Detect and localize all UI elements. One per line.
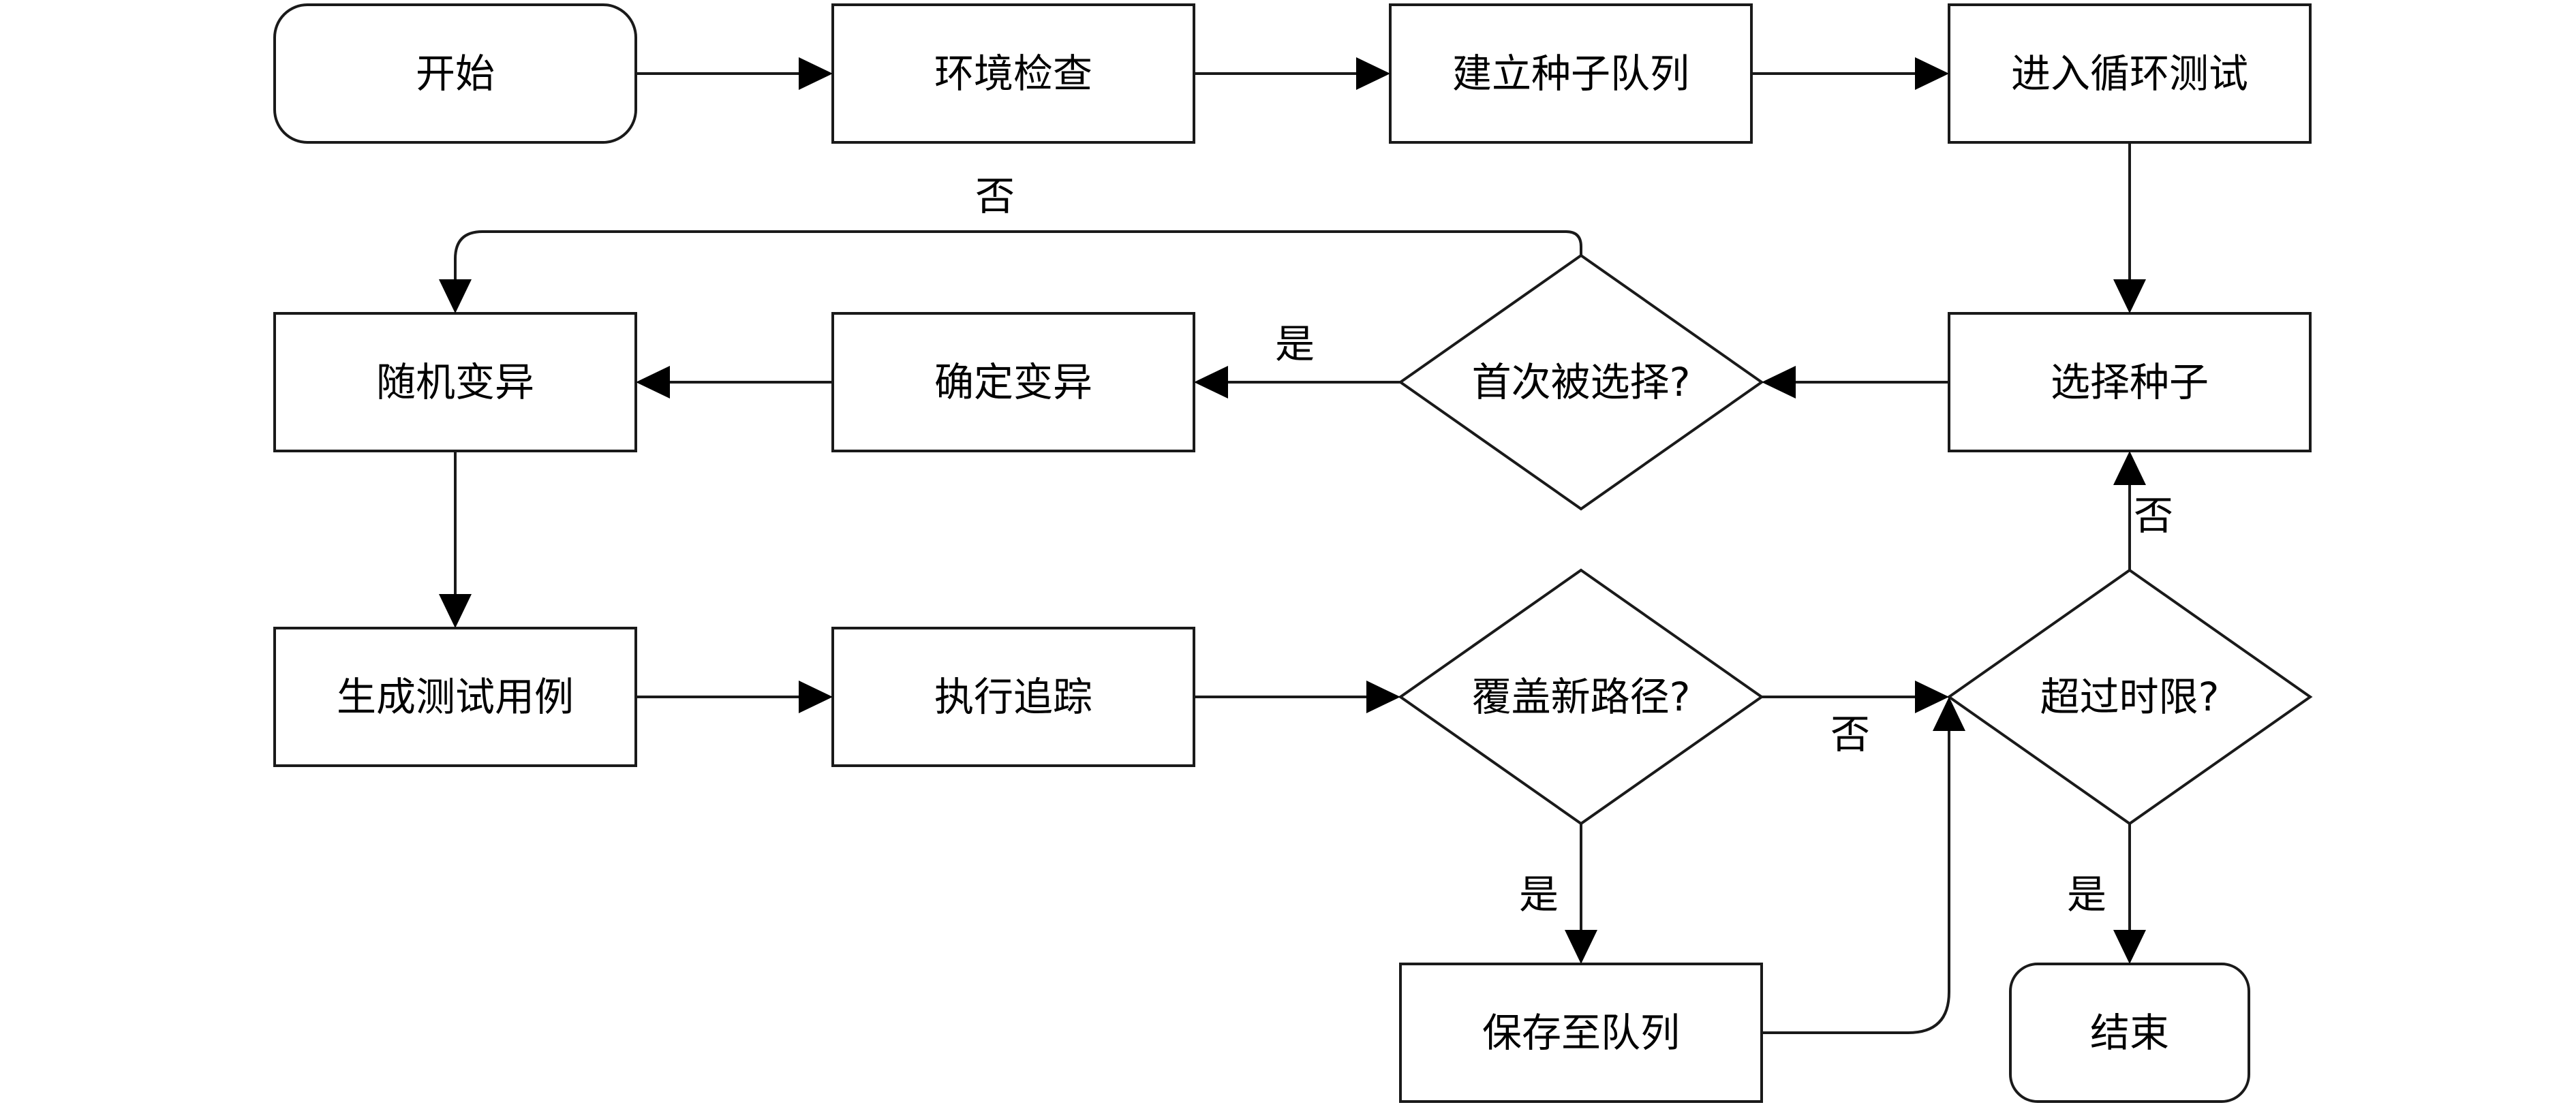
edge-select-seed-to-first-selected bbox=[1762, 366, 1949, 399]
node-enter-loop: 进入循环测试 bbox=[1948, 3, 2312, 144]
arrowhead-icon bbox=[1915, 57, 1949, 90]
arrowhead-icon bbox=[636, 366, 670, 399]
edge-timeout-no-to-select-seed bbox=[2113, 451, 2146, 570]
edge-first-selected-yes-to-deterministic bbox=[1194, 366, 1400, 399]
node-generate-test-label: 生成测试用例 bbox=[337, 674, 574, 720]
edge-timeout-yes-to-end bbox=[2113, 824, 2146, 964]
edge-label-new-path-yes: 是 bbox=[1519, 871, 1559, 918]
arrowhead-icon bbox=[1762, 366, 1796, 399]
edge-new-path-no-to-timeout bbox=[1762, 681, 1949, 713]
arrowhead-icon bbox=[2113, 930, 2146, 964]
node-deterministic-mutation: 确定变异 bbox=[831, 312, 1195, 452]
arrowhead-icon bbox=[2113, 451, 2146, 485]
node-first-selected-decision: 首次被选择? bbox=[1398, 253, 1764, 511]
node-save-queue-label: 保存至队列 bbox=[1482, 1010, 1680, 1056]
node-env-check-label: 环境检查 bbox=[934, 50, 1092, 97]
node-enter-loop-label: 进入循环测试 bbox=[2011, 50, 2248, 97]
node-execute-trace-label: 执行追踪 bbox=[934, 674, 1092, 720]
edge-save-queue-to-timeout bbox=[1762, 697, 1965, 1034]
arrowhead-icon bbox=[2113, 279, 2146, 313]
edge-new-path-yes-to-save-queue bbox=[1565, 824, 1597, 964]
arrowhead-icon bbox=[1366, 681, 1400, 713]
edge-enter-loop-to-select-seed bbox=[2113, 142, 2146, 313]
edge-random-to-generate-test bbox=[439, 451, 472, 628]
edge-label-first-selected-yes: 是 bbox=[1275, 321, 1315, 367]
arrowhead-icon bbox=[1933, 697, 1965, 731]
node-timeout-label: 超过时限? bbox=[2040, 674, 2220, 720]
node-random-mutation-label: 随机变异 bbox=[376, 359, 534, 405]
edge-first-selected-no-to-random bbox=[439, 230, 1582, 313]
node-env-check: 环境检查 bbox=[831, 3, 1195, 144]
edge-deterministic-to-random bbox=[636, 366, 833, 399]
node-save-queue: 保存至队列 bbox=[1399, 963, 1763, 1103]
node-select-seed: 选择种子 bbox=[1948, 312, 2312, 452]
node-end-label: 结束 bbox=[2090, 1010, 2169, 1056]
edge-label-timeout-yes: 是 bbox=[2067, 871, 2106, 918]
arrowhead-icon bbox=[1356, 57, 1390, 90]
node-build-queue-label: 建立种子队列 bbox=[1452, 50, 1689, 97]
node-deterministic-mutation-label: 确定变异 bbox=[934, 359, 1092, 405]
edge-label-timeout-no: 否 bbox=[2134, 493, 2173, 539]
node-select-seed-label: 选择种子 bbox=[2051, 359, 2209, 405]
edge-build-queue-to-enter-loop bbox=[1751, 57, 1949, 90]
arrowhead-icon bbox=[1565, 930, 1597, 964]
node-start: 开始 bbox=[273, 3, 637, 144]
node-new-path-decision: 覆盖新路径? bbox=[1398, 568, 1764, 826]
node-generate-test: 生成测试用例 bbox=[273, 627, 637, 767]
node-new-path-label: 覆盖新路径? bbox=[1472, 674, 1691, 720]
node-start-label: 开始 bbox=[416, 50, 495, 97]
node-timeout-decision: 超过时限? bbox=[1946, 568, 2313, 826]
node-end: 结束 bbox=[2009, 963, 2250, 1103]
node-execute-trace: 执行追踪 bbox=[831, 627, 1195, 767]
edge-label-first-selected-no: 否 bbox=[975, 173, 1015, 219]
arrowhead-icon bbox=[1194, 366, 1228, 399]
arrowhead-icon bbox=[439, 594, 472, 628]
edge-execute-to-new-path bbox=[1194, 681, 1400, 713]
node-build-queue: 建立种子队列 bbox=[1389, 3, 1753, 144]
node-first-selected-label: 首次被选择? bbox=[1472, 359, 1691, 405]
edge-env-check-to-build-queue bbox=[1194, 57, 1390, 90]
arrowhead-icon bbox=[1915, 681, 1949, 713]
arrowhead-icon bbox=[799, 57, 833, 90]
arrowhead-icon bbox=[799, 681, 833, 713]
arrowhead-icon bbox=[439, 279, 472, 313]
edge-label-new-path-no: 否 bbox=[1830, 711, 1870, 758]
node-random-mutation: 随机变异 bbox=[273, 312, 637, 452]
edge-start-to-env-check bbox=[636, 57, 833, 90]
edge-generate-test-to-execute bbox=[636, 681, 833, 713]
